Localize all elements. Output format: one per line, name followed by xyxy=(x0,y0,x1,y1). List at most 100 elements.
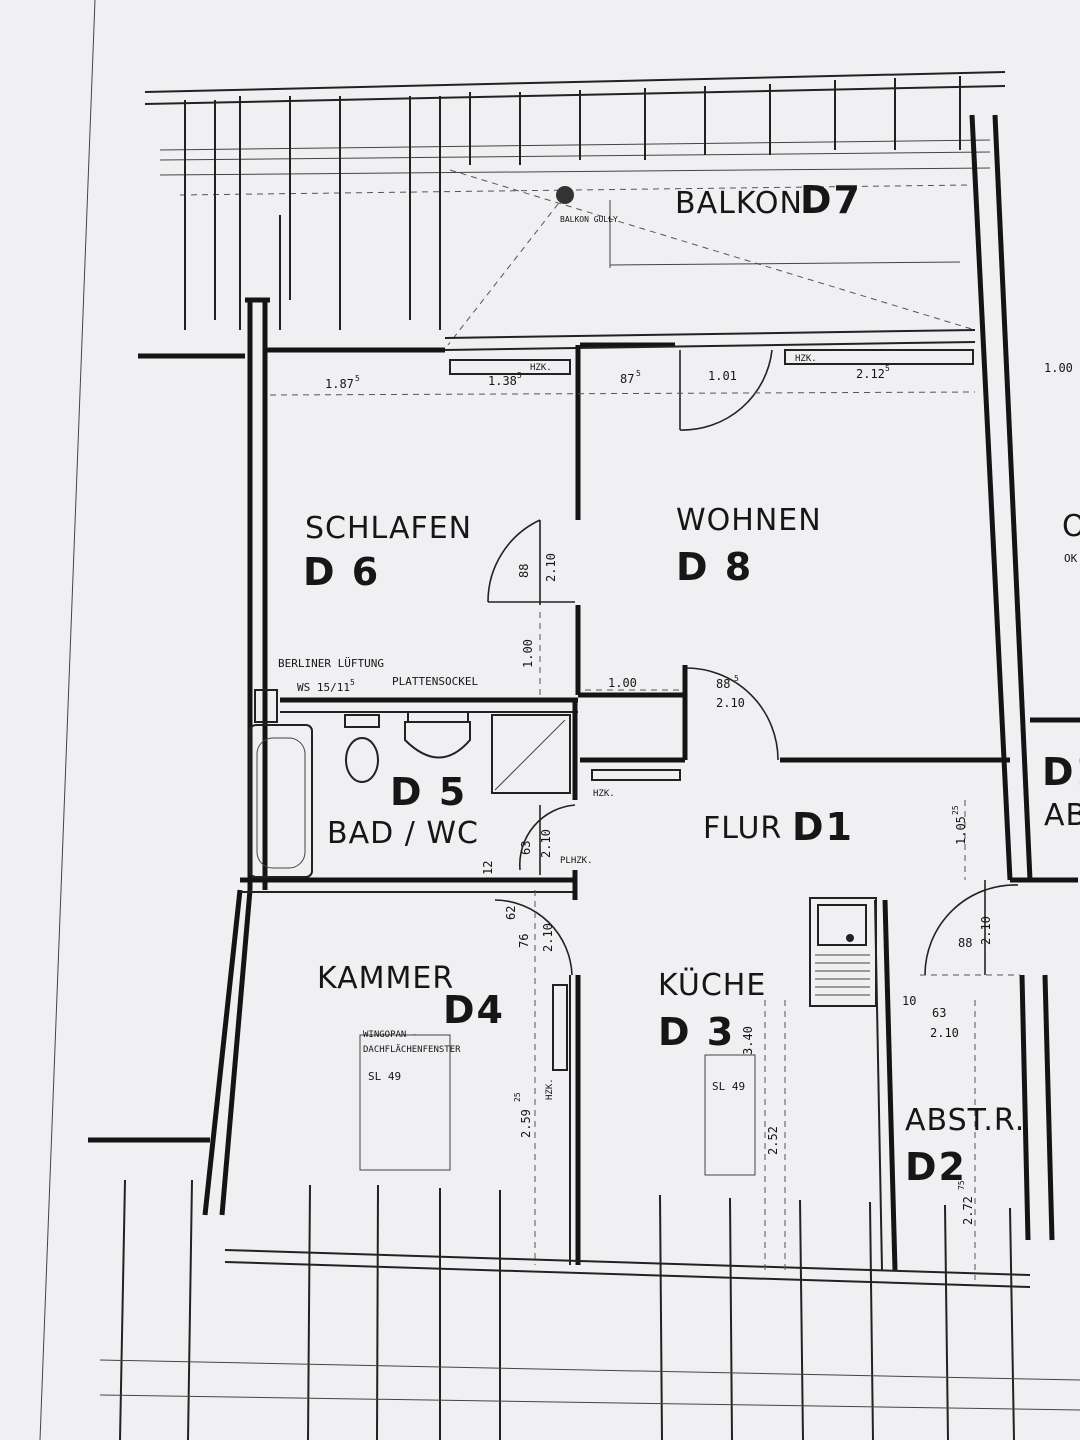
neighbor-room-name: O xyxy=(1062,509,1080,544)
bottom-rafters xyxy=(119,1179,1015,1440)
room-code-wohnen: D 8 xyxy=(676,545,753,589)
dim-top-101: 1.01 xyxy=(708,369,737,383)
svg-text:5: 5 xyxy=(734,674,739,683)
dim-door-schlafen-h: 2.10 xyxy=(544,553,558,582)
radiator-wohnen xyxy=(784,349,974,365)
note-sl-kammer: SL 49 xyxy=(368,1070,401,1083)
page-border-left xyxy=(39,0,96,1440)
dim-door-kammer-w: 76 xyxy=(517,934,531,948)
note-berliner-lueftung: BERLINER LÜFTUNG xyxy=(278,657,384,670)
sink-icon xyxy=(404,721,471,759)
neighbor-room-sub2: AB xyxy=(1044,798,1080,833)
svg-text:5: 5 xyxy=(355,374,360,383)
note-ws-sup: 5 xyxy=(350,678,355,687)
ventilation-shaft xyxy=(254,689,278,723)
room-name-abstellraum: ABST.R. xyxy=(905,1103,1025,1138)
room-code-bad: D 5 xyxy=(390,770,467,814)
dim-abst-210: 2.10 xyxy=(930,1026,959,1040)
neighbor-room-sub: OK xyxy=(1064,552,1078,565)
kitchen-sink-icon xyxy=(809,897,877,1007)
svg-text:75: 75 xyxy=(957,1180,966,1190)
note-wingopan-1: WINGOPAN - xyxy=(363,1030,417,1040)
fixtures xyxy=(249,349,974,1176)
dim-h-100: 1.00 xyxy=(608,676,637,690)
dim-kammer-259: 2.59 xyxy=(519,1109,533,1138)
svg-text:5: 5 xyxy=(885,364,890,373)
room-name-schlafen: SCHLAFEN xyxy=(305,511,472,546)
note-plattensockel: PLATTENSOCKEL xyxy=(392,675,478,688)
note-plhzk: PLHZK. xyxy=(560,856,593,866)
dim-top-schlafen: 1.87 xyxy=(325,377,354,391)
dim-top-212: 2.12 xyxy=(856,367,885,381)
neighbor-room-code: D1 xyxy=(1042,750,1080,794)
door-wohnen-flur-arc xyxy=(684,667,779,761)
room-name-kueche: KÜCHE xyxy=(658,967,766,1003)
room-name-wohnen: WOHNEN xyxy=(676,503,822,538)
dim-kueche-252: 2.52 xyxy=(766,1126,780,1155)
svg-text:25: 25 xyxy=(951,805,960,815)
walls xyxy=(88,114,1080,1288)
note-hzk-schlafen: HZK. xyxy=(530,363,552,373)
dim-abst-272: 2.72 xyxy=(961,1196,975,1225)
dim-abst-door-w: 88 xyxy=(958,936,972,950)
dim-door-schlafen-w: 88 xyxy=(517,564,531,578)
room-code-kueche: D 3 xyxy=(658,1010,735,1054)
dim-kueche-340: 3.40 xyxy=(741,1026,755,1055)
dim-right-100: 1.00 xyxy=(1044,361,1073,375)
dim-door-wohnen-w: 88 xyxy=(716,677,730,691)
toilet-icon xyxy=(345,737,379,783)
room-code-abstellraum: D2 xyxy=(905,1145,967,1189)
note-ws: WS 15/11 xyxy=(297,681,350,694)
guide-lines xyxy=(269,391,1020,1280)
dimensions: 1.87 5 1.38 5 87 5 1.01 2.12 5 1.00 88 2… xyxy=(325,361,1073,1225)
room-name-bad: BAD / WC xyxy=(327,816,479,851)
door-abst-arc xyxy=(924,884,1019,976)
dim-v-100: 1.00 xyxy=(521,639,535,668)
dim-abst-door-h: 2.10 xyxy=(979,916,993,945)
door-kammer-arc xyxy=(494,899,573,976)
radiator-kammer xyxy=(552,984,568,1071)
shower-icon xyxy=(491,714,571,794)
dim-bad-125: 12 xyxy=(481,861,495,875)
svg-text:25: 25 xyxy=(513,1092,522,1102)
balcony-gully-label: BALKON GULLY xyxy=(560,215,618,224)
bottom-eave-line xyxy=(99,1359,1080,1381)
note-sl-kueche: SL 49 xyxy=(712,1080,745,1093)
balcony-area: BALKON GULLY BALKON D7 xyxy=(144,71,1006,346)
dim-abst-63: 63 xyxy=(932,1006,946,1020)
dim-top-hzk: 1.38 xyxy=(488,374,517,388)
dim-flur-105: 1.05 xyxy=(954,816,968,845)
room-code-flur: D1 xyxy=(792,805,854,849)
svg-text:5: 5 xyxy=(636,369,641,378)
room-name-balkon: BALKON xyxy=(675,186,803,221)
svg-text:5: 5 xyxy=(517,371,522,380)
room-name-flur: FLUR xyxy=(703,811,782,846)
window-kueche xyxy=(704,1054,756,1176)
note-hzk-wohnen: HZK. xyxy=(795,354,817,364)
dim-door-kammer-h: 2.10 xyxy=(541,923,555,952)
window-kammer xyxy=(359,1034,451,1171)
dim-abst-10: 10 xyxy=(902,994,916,1008)
door-wohnen-balkon-arc xyxy=(679,349,773,431)
radiator-schlafen xyxy=(449,359,571,375)
room-code-kammer: D4 xyxy=(443,988,505,1032)
balcony-gully-icon xyxy=(556,186,574,204)
room-code-balkon: D7 xyxy=(800,178,862,222)
doors xyxy=(487,349,1019,976)
room-code-schlafen: D 6 xyxy=(303,550,380,594)
dim-top-87: 87 xyxy=(620,372,634,386)
dim-door-wohnen-h: 2.10 xyxy=(716,696,745,710)
dim-door-bad-w: 63 xyxy=(519,841,533,855)
room-name-kammer: KAMMER xyxy=(317,961,454,996)
door-schlafen-arc xyxy=(487,519,541,603)
dim-kammer-62: 62 xyxy=(504,906,518,920)
dim-door-bad-h: 2.10 xyxy=(539,829,553,858)
note-hzk-kammer: HZK. xyxy=(545,1078,555,1100)
radiator-flur xyxy=(591,769,681,781)
door-bad-arc xyxy=(518,804,576,871)
note-hzk-flur: HZK. xyxy=(593,789,615,799)
note-wingopan-2: DACHFLÄCHENFENSTER xyxy=(363,1044,461,1055)
bathtub-icon xyxy=(249,724,313,878)
